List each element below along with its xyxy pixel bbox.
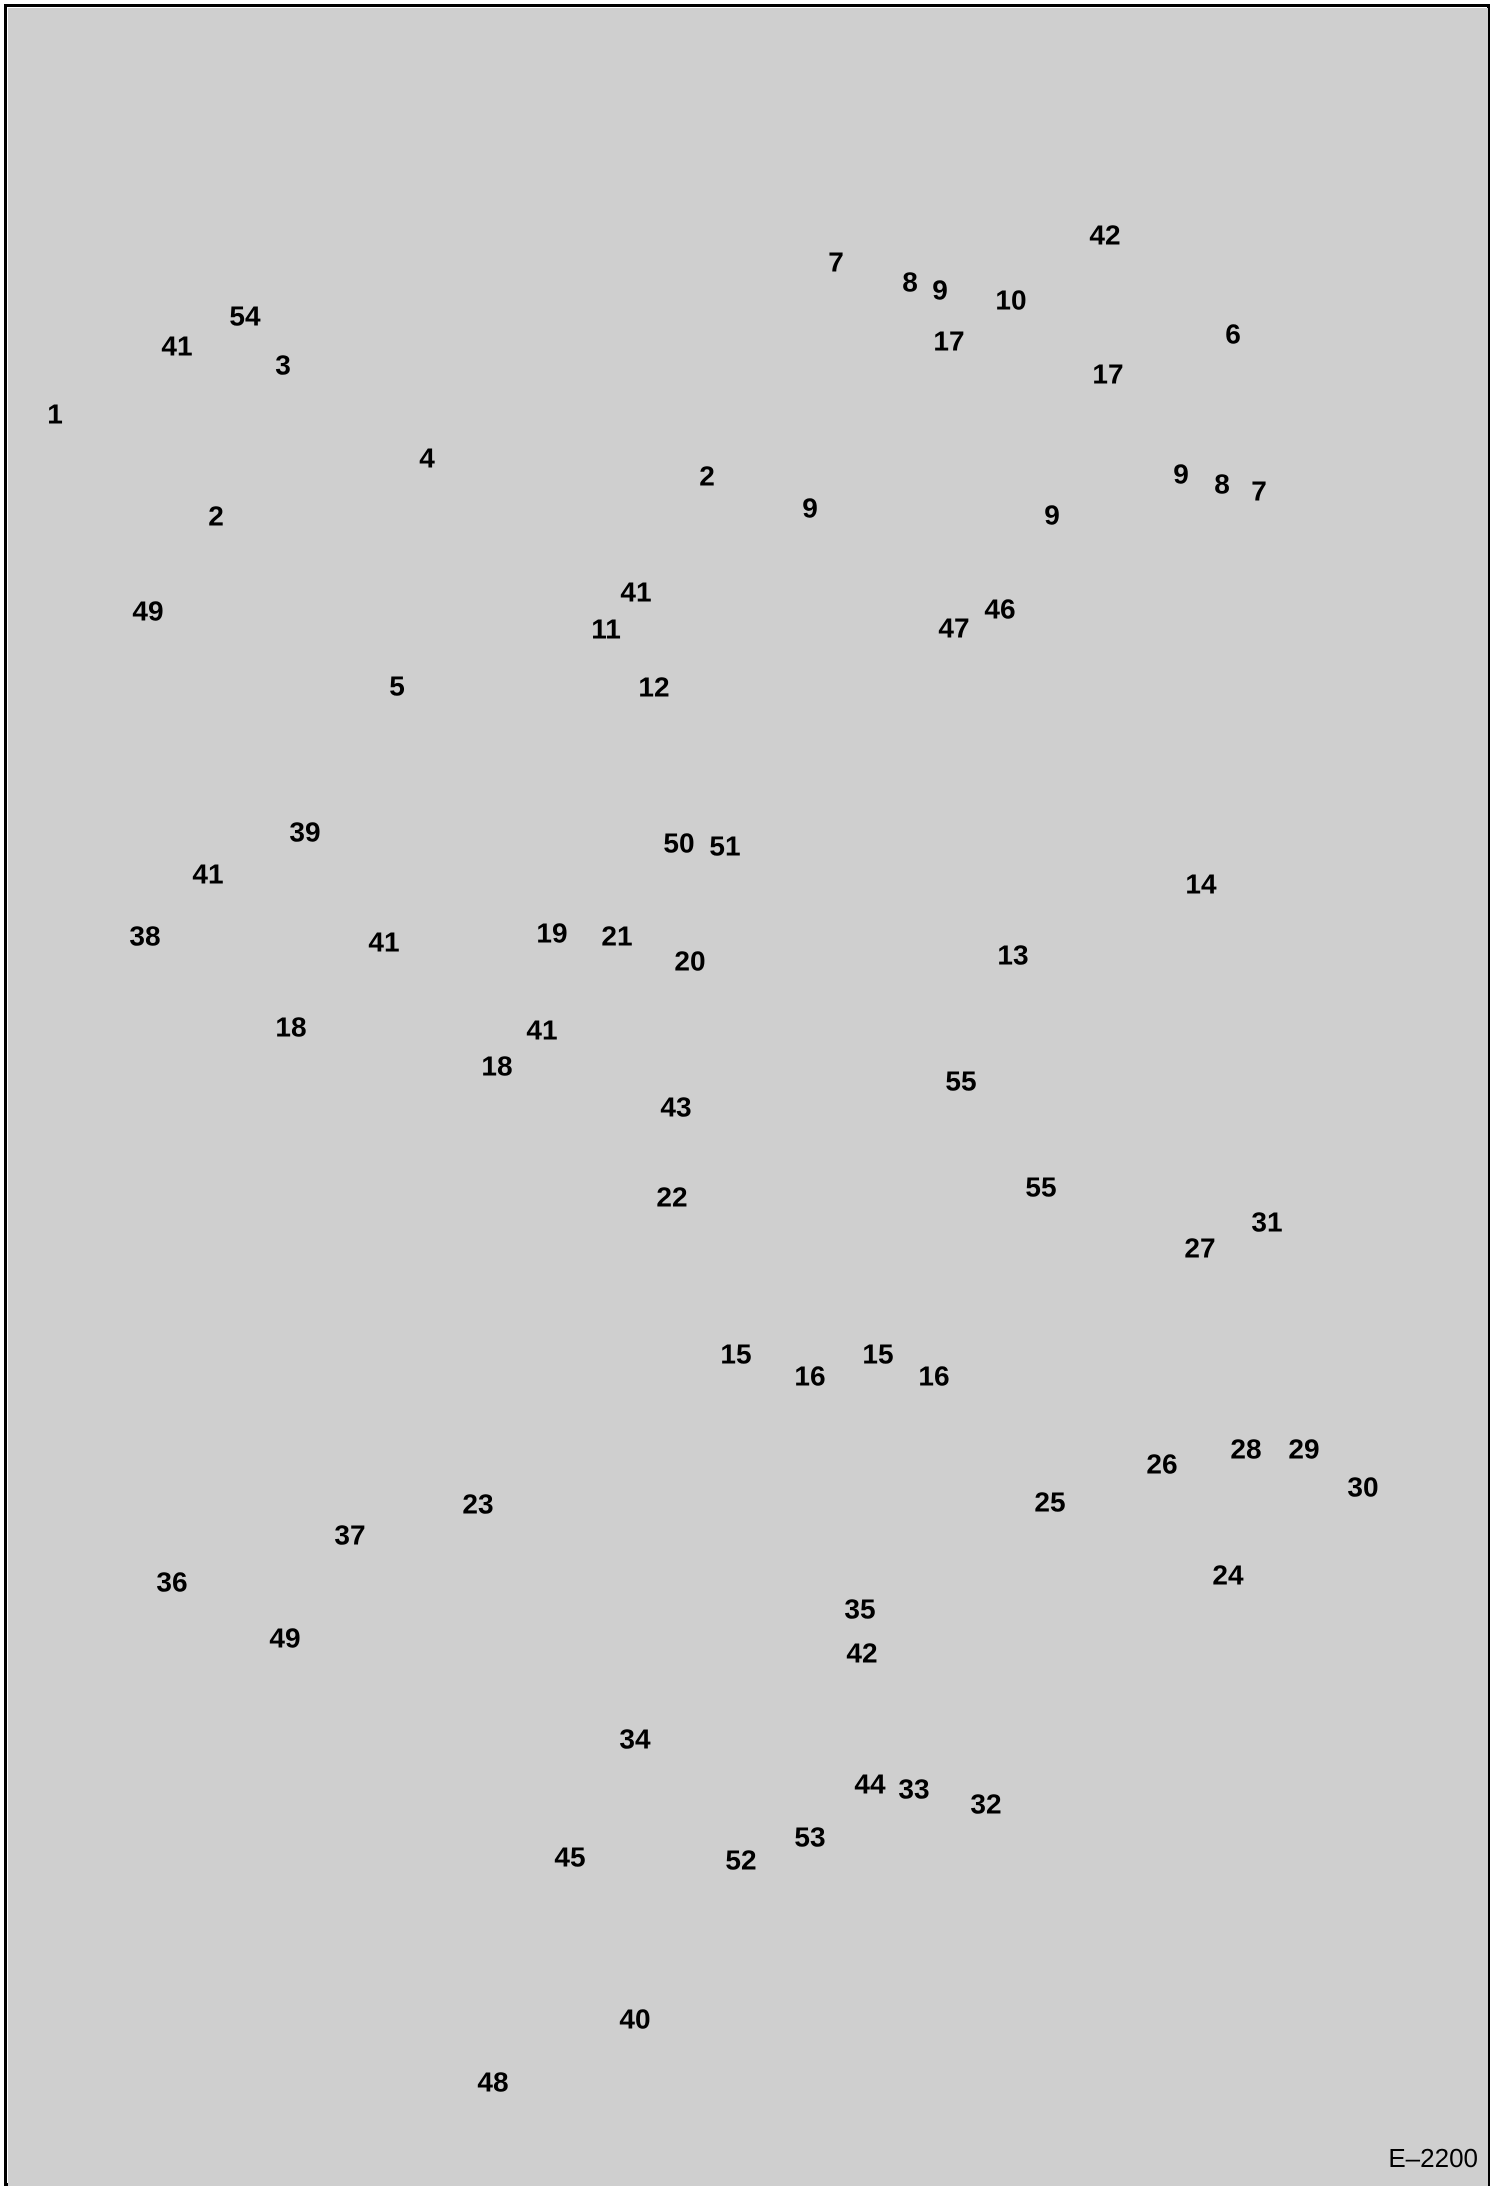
- callout-label: 38: [129, 920, 160, 951]
- callout-label: 9: [1044, 499, 1060, 530]
- callout-label: 32: [970, 1788, 1001, 1819]
- callout-label: 43: [660, 1091, 691, 1122]
- callout-label: 42: [846, 1637, 877, 1668]
- callout-label: 15: [862, 1338, 893, 1369]
- callout-label: 42: [1089, 219, 1120, 250]
- callout-label: 9: [1173, 458, 1189, 489]
- callout-label: 28: [1230, 1433, 1261, 1464]
- callout-label: 34: [619, 1723, 651, 1754]
- callout-label: 41: [192, 858, 223, 889]
- callout-label: 31: [1251, 1206, 1282, 1237]
- callout-label: 8: [1214, 468, 1230, 499]
- callout-label: 44: [854, 1768, 886, 1799]
- callout-label: 16: [918, 1360, 949, 1391]
- callout-label: 55: [1025, 1171, 1056, 1202]
- callout-label: 18: [275, 1011, 306, 1042]
- callout-label: 11: [591, 613, 621, 644]
- callout-label: 36: [156, 1566, 187, 1597]
- callout-label: 53: [794, 1821, 825, 1852]
- exploded-parts-drawing-placeholder: [8, 8, 1488, 2186]
- callout-label: 2: [699, 460, 715, 491]
- callout-label: 39: [289, 816, 320, 847]
- callout-label: 52: [725, 1844, 756, 1875]
- callout-label: 55: [945, 1065, 976, 1096]
- callout-label: 10: [995, 284, 1026, 315]
- callout-label: 24: [1212, 1559, 1244, 1590]
- callout-label: 50: [663, 827, 694, 858]
- callout-label: 45: [554, 1841, 585, 1872]
- callout-label: 29: [1288, 1433, 1319, 1464]
- callout-label: 47: [938, 612, 969, 643]
- callout-label: 27: [1184, 1232, 1215, 1263]
- callout-label: 9: [802, 492, 818, 523]
- callout-label: 25: [1034, 1486, 1065, 1517]
- callout-label: 1: [47, 398, 63, 429]
- callout-label: 17: [933, 325, 964, 356]
- callout-label: 3: [275, 349, 291, 380]
- callout-label: 22: [656, 1181, 687, 1212]
- callout-label: 41: [368, 926, 399, 957]
- callout-label: 46: [984, 593, 1015, 624]
- callout-label: 16: [794, 1360, 825, 1391]
- callout-label: 41: [526, 1014, 557, 1045]
- callout-label: 9: [932, 274, 948, 305]
- callout-label: 13: [997, 939, 1028, 970]
- callout-label: 35: [844, 1593, 875, 1624]
- callout-label: 40: [619, 2003, 650, 2034]
- callout-label: 14: [1185, 868, 1217, 899]
- callout-label: 19: [536, 917, 567, 948]
- callout-label: 48: [477, 2066, 508, 2097]
- callout-label: 4: [419, 442, 435, 473]
- callout-label: 41: [620, 576, 651, 607]
- figure-id: E–2200: [1388, 2143, 1478, 2173]
- callout-label: 15: [720, 1338, 751, 1369]
- callout-label: 51: [709, 830, 740, 861]
- callout-label: 8: [902, 266, 918, 297]
- callout-label: 23: [462, 1488, 493, 1519]
- callout-label: 6: [1225, 318, 1241, 349]
- callout-label: 18: [481, 1050, 512, 1081]
- callout-label: 2: [208, 500, 224, 531]
- callout-label: 41: [161, 330, 192, 361]
- callout-label: 49: [269, 1622, 300, 1653]
- callout-label: 54: [229, 300, 261, 331]
- callout-label: 20: [674, 945, 705, 976]
- callout-label: 21: [601, 920, 632, 951]
- callout-label: 37: [334, 1519, 365, 1550]
- callout-label: 12: [638, 671, 669, 702]
- callout-label: 17: [1092, 358, 1123, 389]
- callout-label: 7: [1251, 475, 1267, 506]
- callout-label: 7: [828, 246, 844, 277]
- callout-label: 26: [1146, 1448, 1177, 1479]
- callout-label: 30: [1347, 1471, 1378, 1502]
- callout-label: 49: [132, 595, 163, 626]
- callout-label: 33: [898, 1773, 929, 1804]
- callout-label: 5: [389, 670, 405, 701]
